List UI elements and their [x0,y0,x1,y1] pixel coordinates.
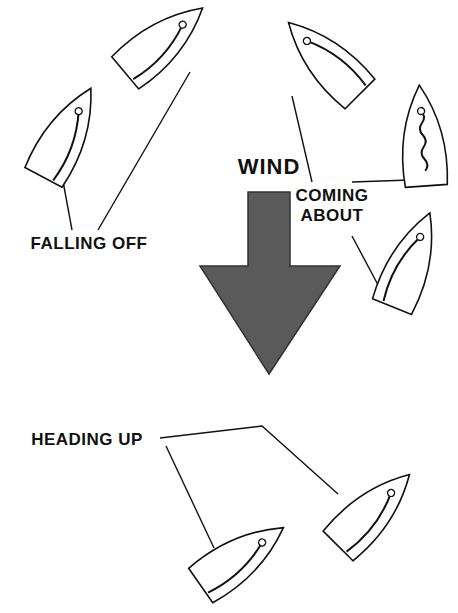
sail [307,33,367,93]
mast [74,106,83,115]
sailboat [111,0,217,90]
leader-line [166,446,214,548]
sail [382,233,420,305]
boat-hull [322,459,425,562]
maneuver-label: FALLING OFF [31,234,148,253]
sail [339,493,399,553]
mast [257,538,267,548]
maneuver-label: HEADING UP [14,430,160,450]
mast [386,488,396,498]
wind-label: WIND [222,154,316,180]
leader-lines [60,72,410,548]
maneuver-label: HEADING UP [31,430,143,449]
boat-hull [188,510,296,604]
wind-label: WIND [238,154,301,179]
boats [24,0,450,604]
mast [416,232,425,241]
sail [127,25,190,81]
sail [44,111,89,181]
sailboat [273,7,376,110]
sail [419,111,428,171]
boat-hull [273,7,376,110]
leader-line [160,426,338,494]
boat-hull [372,205,451,315]
boat-hull [397,84,448,188]
leader-line [98,72,190,230]
maneuver-label: COMING ABOUT [284,186,380,227]
sailboat [397,84,448,188]
sailboat [188,510,296,604]
maneuver-label: COMING ABOUT [296,186,369,225]
sailboat [24,78,110,188]
boat-hull [24,78,110,188]
maneuver-label: FALLING OFF [14,234,164,254]
mast [302,36,312,46]
sail [202,543,268,594]
leader-line [352,180,410,182]
boat-hull [111,0,217,90]
sailboat [372,205,451,315]
mast [417,107,424,114]
sailboat [322,459,425,562]
mast [178,20,188,30]
